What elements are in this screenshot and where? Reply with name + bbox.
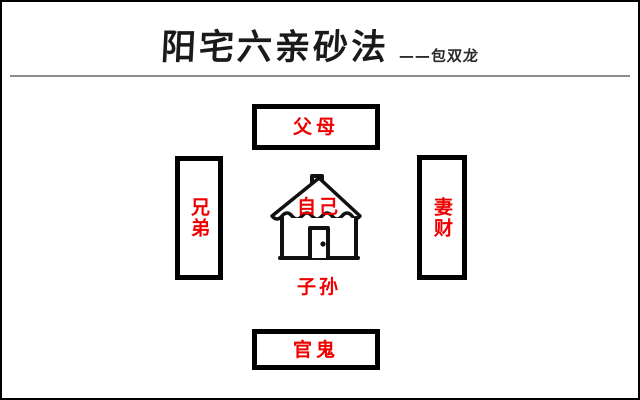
author-byline: ——包双龙: [398, 47, 480, 65]
kin-box-wife[interactable]: 妻财: [417, 155, 467, 280]
house-icon-wrap: 自己: [260, 172, 378, 264]
header-divider: [10, 75, 630, 77]
door-handle-icon: [320, 241, 326, 247]
kin-box-wife-label: 妻财: [431, 196, 453, 239]
kin-box-parents[interactable]: 父母: [252, 104, 380, 150]
kin-box-officer[interactable]: 官鬼: [252, 329, 380, 370]
kin-box-officer-label: 官鬼: [292, 338, 339, 361]
diagram-stage: 父母 兄弟 妻财 官鬼: [2, 74, 638, 398]
descendants-label: 子孙: [296, 276, 341, 298]
kin-box-parents-label: 父母: [292, 116, 339, 138]
kin-box-siblings-label: 兄弟: [188, 197, 210, 239]
page-header: 阳宅六亲砂法 ——包双龙: [2, 2, 638, 77]
title-row: 阳宅六亲砂法 ——包双龙: [2, 10, 638, 68]
house-icon: [270, 174, 362, 260]
page-title: 阳宅六亲砂法: [159, 28, 391, 68]
kin-box-siblings[interactable]: 兄弟: [175, 156, 223, 280]
